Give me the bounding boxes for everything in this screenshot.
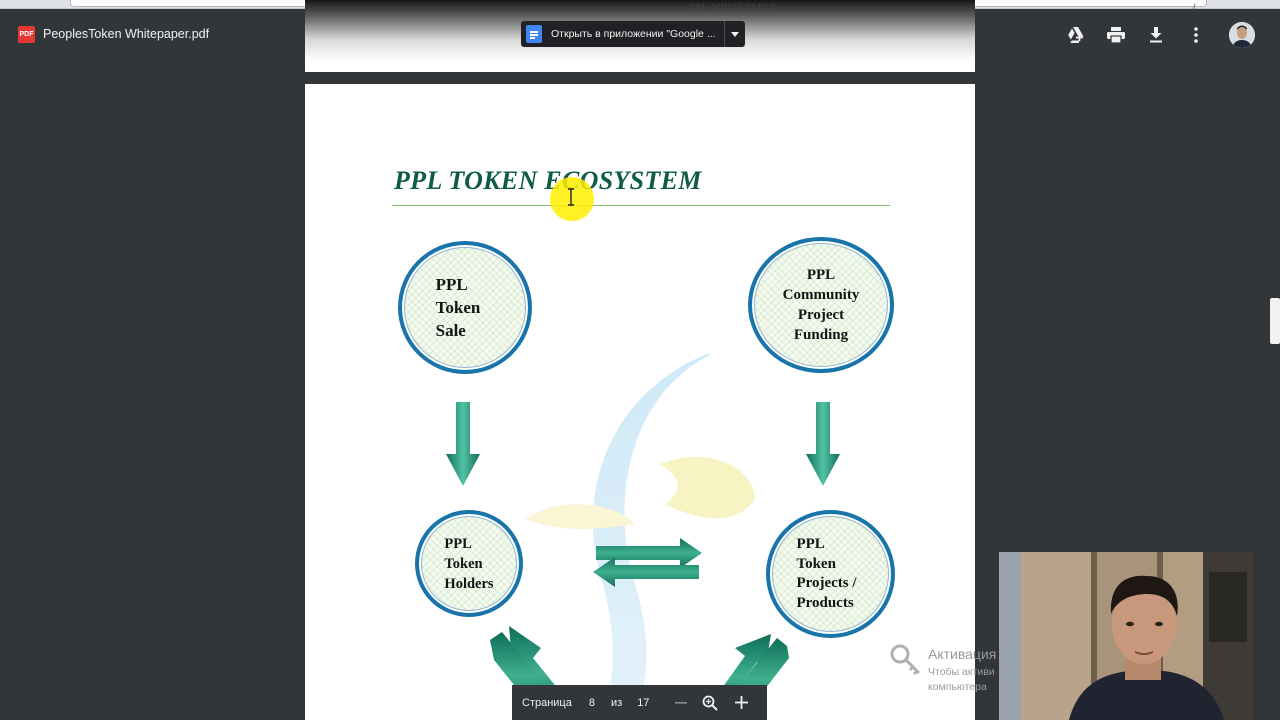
scrollbar-thumb[interactable]: [1270, 298, 1280, 344]
minus-icon: [675, 701, 688, 704]
cursor-highlight: [550, 177, 594, 221]
pdf-page: PPL TOKEN ECOSYSTEM PPL Token Sale PPL C…: [305, 84, 975, 720]
flow-arrows: [446, 402, 840, 720]
node-token-projects-products-label: PPL Token Projects / Products: [796, 536, 857, 611]
key-icon: [890, 644, 921, 676]
page-title: PPL TOKEN ECOSYSTEM: [394, 166, 702, 195]
open-with-main[interactable]: Открыть в приложении "Google ...: [521, 21, 724, 47]
webcam-overlay: [999, 552, 1253, 720]
title-underline: [392, 205, 890, 206]
zoom-reset-button[interactable]: [701, 695, 719, 711]
open-with-button[interactable]: Открыть в приложении "Google ...: [521, 21, 745, 47]
node-token-sale: PPL Token Sale: [398, 241, 532, 374]
avatar-image: [1229, 22, 1255, 48]
node-token-holders-label: PPL Token Holders: [444, 535, 494, 592]
zoom-out-button[interactable]: [673, 701, 689, 704]
account-avatar[interactable]: [1229, 22, 1255, 48]
current-page-input[interactable]: 8: [588, 696, 595, 709]
plus-icon: [734, 696, 748, 709]
background-logo-watermark: [525, 354, 755, 714]
print-icon: [1107, 27, 1125, 43]
arrow-left: [593, 557, 699, 587]
of-label: из: [610, 696, 623, 709]
activation-title: Активация: [928, 646, 997, 662]
zoom-in-button[interactable]: [733, 696, 749, 709]
total-pages: 17: [637, 696, 650, 709]
arrow-diagonal-left-up: [509, 626, 583, 720]
add-to-drive-button[interactable]: [1065, 24, 1087, 46]
node-token-sale-label: PPL Token Sale: [435, 275, 481, 340]
activation-line2: компьютера: [928, 681, 987, 693]
activation-line1: Чтобы активи: [928, 666, 995, 678]
add-to-drive-icon: [1068, 27, 1084, 43]
previous-page-header: PPL WHITEPAPER: [690, 2, 778, 12]
more-options-button[interactable]: [1185, 24, 1207, 46]
page-label: Страница: [522, 696, 572, 709]
pdf-file-icon: PDF: [18, 26, 35, 43]
node-community-project-funding: PPL Community Project Funding: [748, 237, 894, 373]
arrow-right: [596, 538, 702, 568]
file-name: PeoplesToken Whitepaper.pdf: [43, 27, 210, 41]
node-token-projects-products: PPL Token Projects / Products: [766, 510, 895, 638]
open-with-label: Открыть в приложении "Google ...: [551, 28, 716, 40]
node-token-holders: PPL Token Holders: [415, 510, 523, 617]
download-button[interactable]: [1145, 24, 1167, 46]
arrow-down-left: [446, 402, 480, 486]
open-with-dropdown[interactable]: [723, 21, 745, 47]
print-button[interactable]: [1105, 24, 1127, 46]
google-docs-icon: [526, 25, 542, 43]
arrow-down-right: [806, 402, 840, 486]
more-vert-icon: [1194, 27, 1198, 43]
page-navigation-bar: Страница 8 из 17: [512, 685, 767, 720]
zoom-icon: [703, 695, 719, 711]
webcam-video-frame: [999, 552, 1253, 720]
text-cursor-icon: [568, 188, 574, 206]
node-community-project-funding-label: PPL Community Project Funding: [782, 267, 860, 343]
previous-page-header-right: /: [1193, 2, 1196, 12]
chevron-down-icon: [730, 31, 739, 37]
download-icon: [1150, 27, 1162, 43]
